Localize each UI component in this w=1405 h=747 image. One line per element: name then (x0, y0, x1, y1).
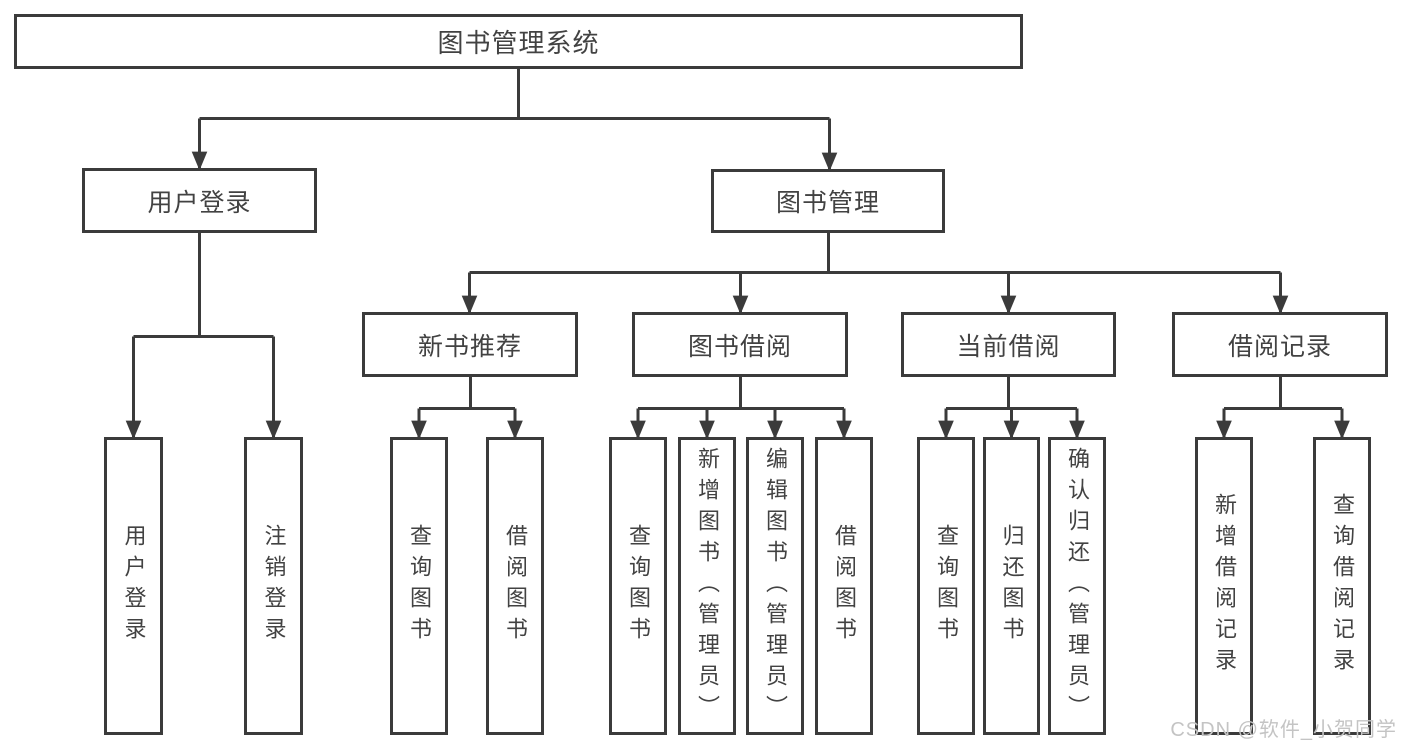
leaf-query-books-current: 查询图书 (917, 437, 975, 735)
connector-new-book-trunk (419, 377, 515, 410)
leaf-label: 查询图书 (407, 524, 432, 648)
node-book-management: 图书管理 (711, 169, 945, 233)
leaf-label: 借阅图书 (832, 524, 857, 648)
leaf-label: 查询图书 (934, 524, 959, 648)
leaf-add-books-admin: 新增图书（管理员） (678, 437, 736, 735)
leaf-return-books: 归还图书 (983, 437, 1040, 735)
leaf-label: 归还图书 (999, 524, 1025, 648)
leaf-label: 编辑图书（管理员） (763, 446, 788, 726)
node-current-borrowing: 当前借阅 (901, 312, 1116, 377)
leaf-query-books-recommend: 查询图书 (390, 437, 448, 735)
leaf-label: 借阅图书 (503, 524, 528, 648)
connector-root-trunk (199, 69, 830, 120)
leaf-query-borrow-record: 查询借阅记录 (1313, 437, 1371, 735)
node-label: 当前借阅 (956, 332, 1061, 361)
leaf-label: 确认归还（管理员） (1065, 446, 1090, 726)
leaf-user-login: 用户登录 (104, 437, 163, 735)
leaf-confirm-return-admin: 确认归还（管理员） (1048, 437, 1106, 735)
leaf-borrow-books-recommend: 借阅图书 (486, 437, 544, 735)
node-label: 借阅记录 (1227, 332, 1332, 361)
csdn-watermark: CSDN @软件_小贺同学 (1170, 719, 1397, 741)
connector-current-trunk (946, 376, 1077, 410)
connector-user-login-trunk (133, 232, 274, 338)
leaf-label: 新增借阅记录 (1212, 493, 1237, 679)
leaf-label: 注销登录 (261, 524, 287, 648)
node-label: 图书管理系统 (437, 28, 600, 58)
connector-borrowing-trunk (638, 377, 844, 410)
leaf-query-books-borrowing: 查询图书 (609, 437, 667, 735)
leaf-label: 新增图书（管理员） (695, 446, 720, 726)
node-borrowing-records: 借阅记录 (1172, 312, 1388, 377)
node-book-borrowing: 图书借阅 (632, 312, 848, 377)
leaf-logout: 注销登录 (244, 437, 303, 735)
connector-records-trunk (1224, 377, 1342, 410)
leaf-edit-books-admin: 编辑图书（管理员） (746, 437, 804, 735)
node-new-book-recommendation: 新书推荐 (362, 312, 578, 377)
node-label: 新书推荐 (417, 332, 522, 361)
node-label: 图书借阅 (687, 332, 792, 361)
node-label: 图书管理 (775, 189, 880, 217)
node-user-login: 用户登录 (82, 168, 317, 233)
node-label: 用户登录 (147, 188, 252, 217)
leaf-borrow-books: 借阅图书 (815, 437, 873, 735)
node-library-management-system: 图书管理系统 (14, 14, 1023, 69)
leaf-label: 查询图书 (626, 524, 651, 648)
leaf-label: 用户登录 (121, 524, 147, 648)
connector-book-mgmt-trunk (469, 233, 1281, 274)
leaf-label: 查询借阅记录 (1330, 493, 1355, 679)
leaf-add-borrow-record: 新增借阅记录 (1195, 437, 1253, 735)
